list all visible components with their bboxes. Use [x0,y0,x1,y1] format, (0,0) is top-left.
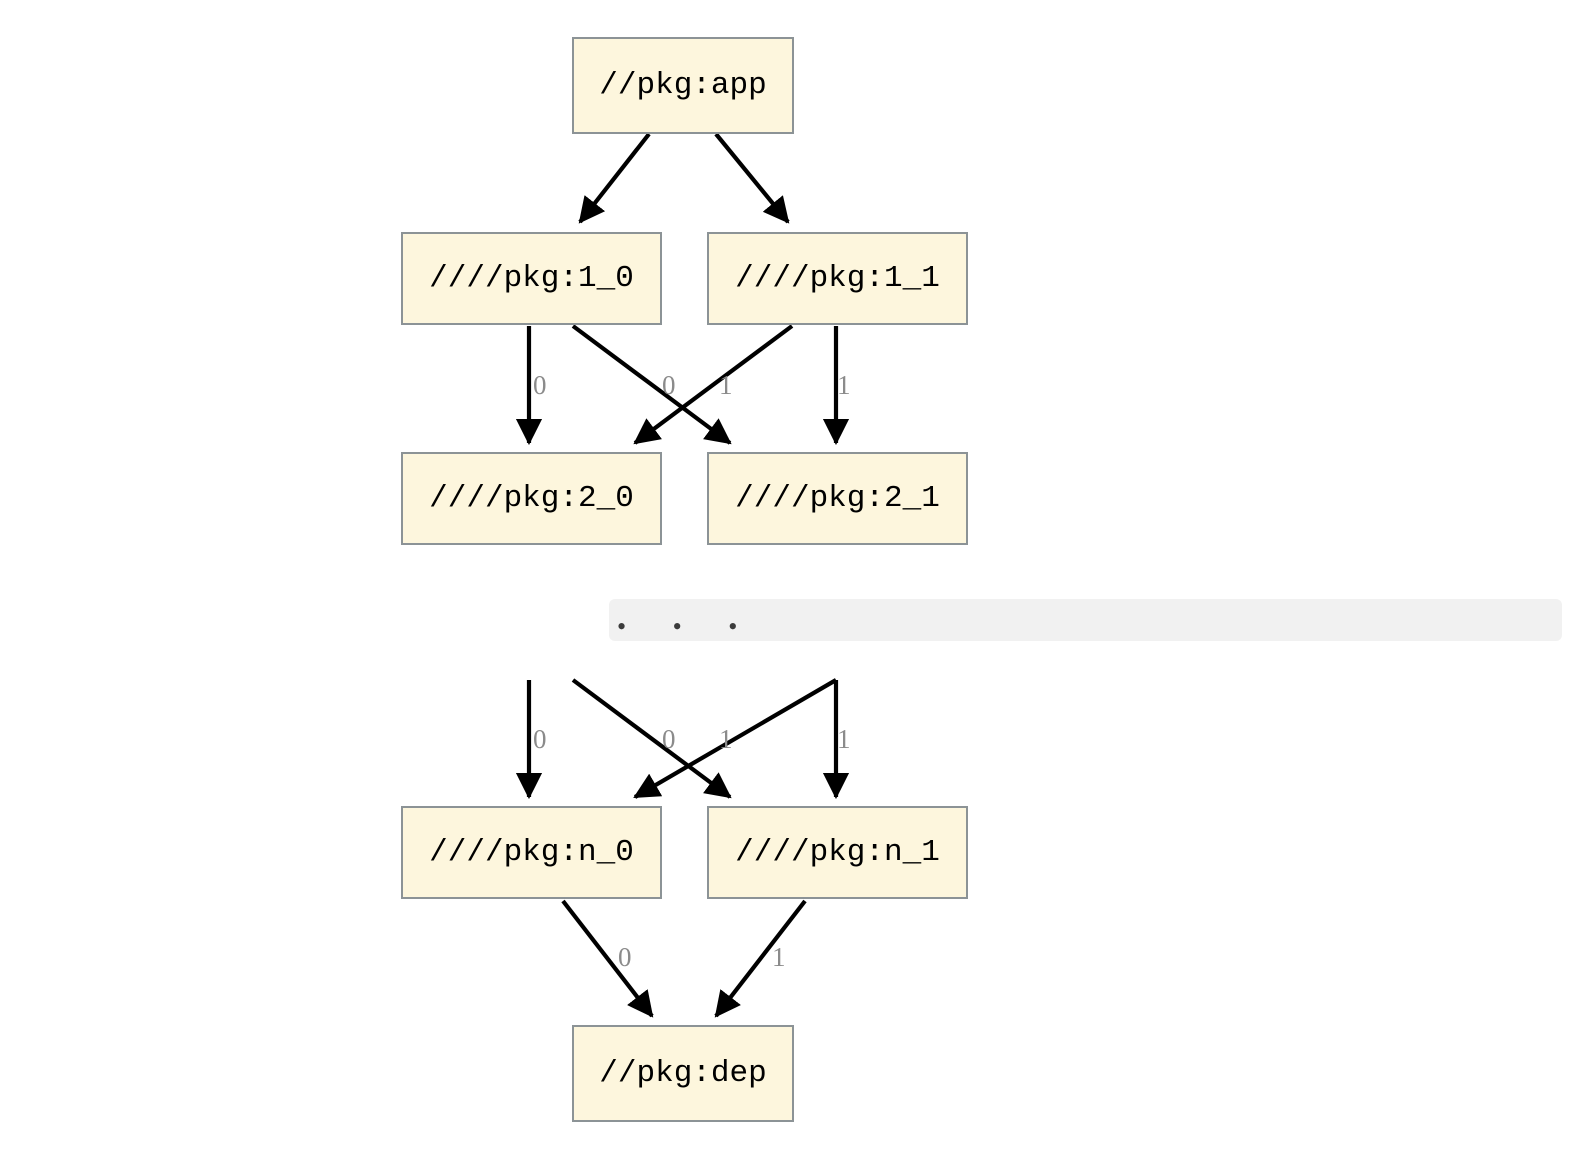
node-label: ////pkg:1_0 [429,261,634,296]
edge-above-to-n_1 [571,678,732,799]
edge-label: 1 [719,724,733,754]
edge-label: 1 [772,942,786,972]
edge-above-to-n_0-alt [633,678,838,799]
node-label: ////pkg:n_0 [429,835,634,870]
node-label: //pkg:dep [599,1056,767,1091]
node-label: ////pkg:2_0 [429,481,634,516]
edge-label: 0 [662,724,676,754]
edge-label: 1 [719,370,733,400]
edge-1_1-to-2_0 [633,324,794,445]
edge-label: 1 [837,370,851,400]
edge-label: 0 [533,724,547,754]
node-pkg-1_0[interactable]: ////pkg:1_0 [401,232,662,325]
truncation-band: • • • [609,599,1562,641]
edge-n_1-to-dep [714,899,807,1018]
edge-label: 0 [533,370,547,400]
edge-n_0-to-dep [561,899,654,1018]
edge-app-to-1_0 [578,132,651,224]
node-label: //pkg:app [599,68,767,103]
edge-label: 0 [662,370,676,400]
node-pkg-dep[interactable]: //pkg:dep [572,1025,794,1122]
node-label: ////pkg:2_1 [735,481,940,516]
node-pkg-n_1[interactable]: ////pkg:n_1 [707,806,968,899]
node-pkg-2_1[interactable]: ////pkg:2_1 [707,452,968,545]
node-pkg-1_1[interactable]: ////pkg:1_1 [707,232,968,325]
node-label: ////pkg:1_1 [735,261,940,296]
edge-label: 0 [618,942,632,972]
node-label: ////pkg:n_1 [735,835,940,870]
node-pkg-app[interactable]: //pkg:app [572,37,794,134]
node-pkg-2_0[interactable]: ////pkg:2_0 [401,452,662,545]
node-pkg-n_0[interactable]: ////pkg:n_0 [401,806,662,899]
edge-label: 1 [837,724,851,754]
edge-1_0-to-2_1 [571,324,732,445]
edge-app-to-1_1 [714,132,790,224]
ellipsis-icon: • • • [617,612,758,641]
